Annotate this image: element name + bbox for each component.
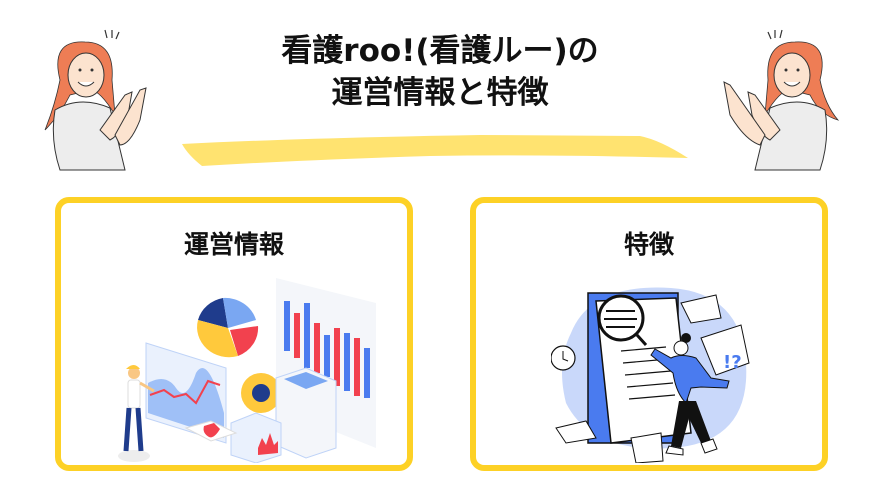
page-title-line1: 看護roo!(看護ルー)の (281, 33, 599, 69)
svg-text:!?: !? (723, 352, 742, 373)
pointing-woman-right-illustration (710, 20, 860, 180)
page-title-line2: 運営情報と特徴 (331, 75, 549, 111)
title-underline-stroke (180, 130, 700, 179)
data-analytics-illustration (116, 273, 376, 467)
document-inspection-illustration: !? (550, 263, 761, 467)
features-card: 特徴 !? (470, 197, 828, 471)
operation-info-card: 運営情報 (55, 197, 413, 471)
page-title: 看護roo!(看護ルー)の 運営情報と特徴 (0, 30, 880, 114)
operation-info-title: 運営情報 (183, 230, 284, 259)
features-title: 特徴 (623, 230, 674, 259)
pointing-woman-left-illustration (20, 20, 170, 180)
